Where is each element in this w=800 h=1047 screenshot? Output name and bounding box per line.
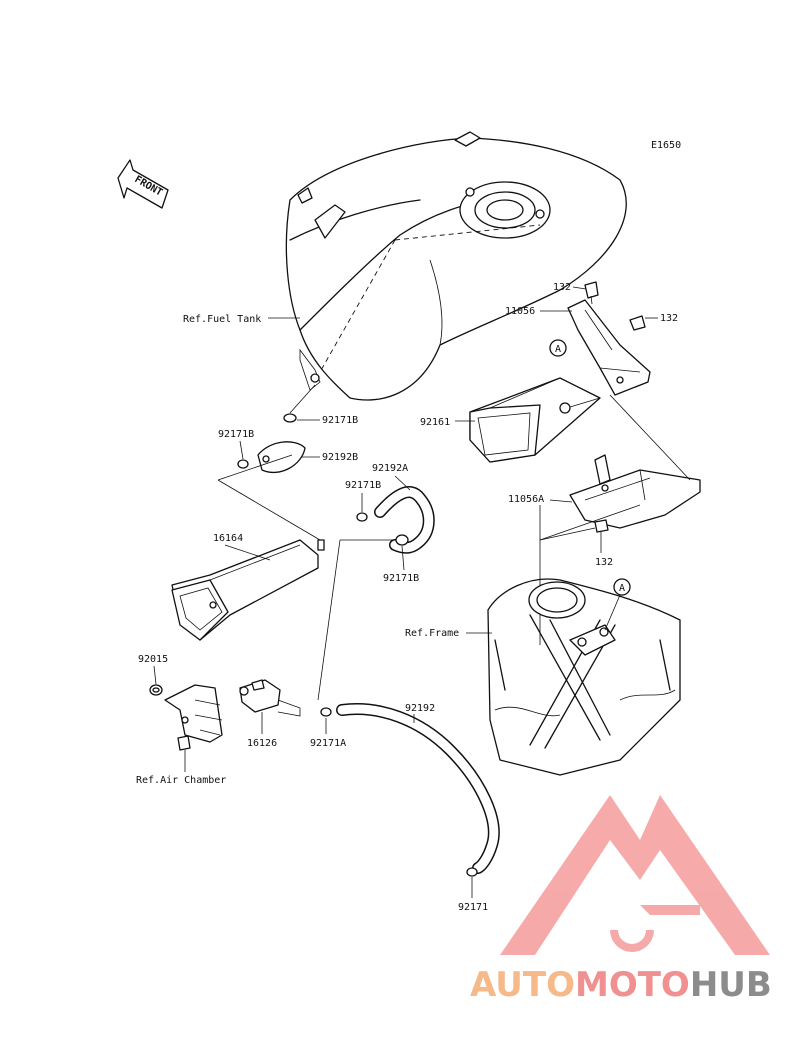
- part-92192-label: 92192: [405, 703, 435, 714]
- part-92192a-label: 92192A: [372, 463, 408, 474]
- part-92015-label: 92015: [138, 654, 168, 665]
- callout-a-lower: A: [619, 583, 625, 594]
- fuel-tank: [285, 131, 627, 401]
- part-92171b-label-1: 92171B: [322, 415, 358, 426]
- watermark-moto: MOTO: [575, 965, 690, 1005]
- ref-fuel-tank-label: Ref.Fuel Tank: [183, 314, 261, 325]
- part-132-right-label: 132: [660, 313, 678, 324]
- svg-text:AUTOMOTOHUB: AUTOMOTOHUB: [470, 965, 772, 1005]
- part-132-lower-label: 132: [595, 557, 613, 568]
- valve-16126: [239, 679, 301, 717]
- bolt-132-top: [584, 281, 599, 305]
- part-16164-label: 16164: [213, 533, 243, 544]
- part-16126-label: 16126: [247, 738, 277, 749]
- part-92161-label: 92161: [420, 417, 450, 428]
- bolt-132-right: [629, 315, 646, 331]
- joint-92192b: [257, 441, 306, 473]
- canister-16164: [171, 539, 325, 641]
- callout-a-upper: A: [555, 344, 561, 355]
- nut-92015: [149, 684, 163, 696]
- bracket-11056: [567, 299, 651, 396]
- part-92171b-label-4: 92171B: [383, 573, 419, 584]
- front-arrow-icon: FRONT: [117, 159, 169, 209]
- watermark-logo-icon: [500, 795, 770, 955]
- ref-frame-label: Ref.Frame: [405, 628, 459, 639]
- frame: [487, 578, 681, 776]
- part-11056a-label: 11056A: [508, 494, 544, 505]
- ref-air-chamber-label: Ref.Air Chamber: [136, 775, 226, 786]
- part-92171a-label: 92171A: [310, 738, 346, 749]
- watermark-hub: HUB: [690, 965, 772, 1005]
- diagram-code: E1650: [651, 140, 681, 151]
- air-chamber-bracket: [164, 684, 223, 751]
- clamp-92171b-4: [395, 534, 409, 546]
- part-92192b-label: 92192B: [322, 452, 358, 463]
- clamp-92171b-1: [283, 413, 297, 423]
- clamp-92171b-3: [356, 512, 368, 522]
- part-11056-label: 11056: [505, 306, 535, 317]
- canister-92161: [469, 377, 601, 463]
- part-132-top-label: 132: [553, 282, 571, 293]
- watermark-text: AUTOMOTOHUB: [470, 965, 772, 1005]
- watermark-auto: AUTO: [470, 965, 575, 1005]
- part-92171-label: 92171: [458, 902, 488, 913]
- bolt-132-lower: [594, 519, 609, 533]
- clamp-92171b-2: [237, 459, 249, 469]
- part-92171b-label-3: 92171B: [345, 480, 381, 491]
- clamp-92171: [466, 867, 478, 877]
- clamp-92171a: [320, 707, 332, 717]
- part-92171b-label-2: 92171B: [218, 429, 254, 440]
- bracket-11056a: [569, 454, 701, 529]
